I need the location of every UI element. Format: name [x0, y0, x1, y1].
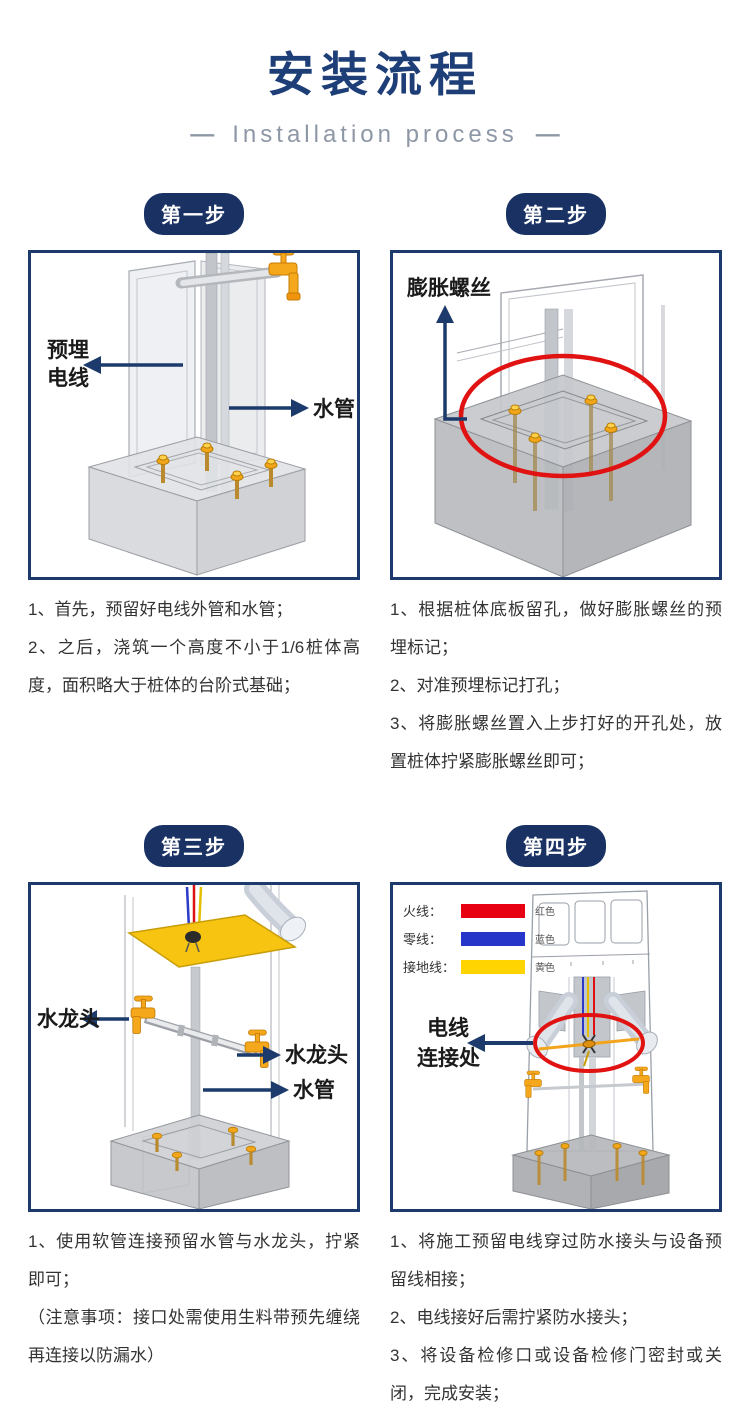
- concrete-base: [109, 1114, 291, 1209]
- wire-color-legend: 火线： 红色 零线： 蓝色 接地线： 黄色: [403, 901, 555, 976]
- step-1-notes: 1、首先，预留好电线外管和水管； 2、之后，浇筑一个高度不小于1/6桩体高度，面…: [28, 591, 360, 705]
- steps-grid: 第一步: [28, 193, 722, 1413]
- step-3-diagram: 水龙头 水龙头 水管: [28, 882, 360, 1212]
- note-line: 2、之后，浇筑一个高度不小于1/6桩体高度，面积略大于桩体的台阶式基础；: [28, 638, 360, 695]
- note-line: 1、首先，预留好电线外管和水管；: [28, 600, 293, 619]
- faucet-left-icon: [130, 995, 156, 1034]
- subtitle-dash-right: —: [535, 121, 560, 148]
- water-pipe-label: 水管: [313, 397, 355, 421]
- step-3-notes: 1、使用软管连接预留水管与水龙头，拧紧即可； （注意事项：接口处需使用生料带预先…: [28, 1223, 360, 1375]
- note-line: 1、根据桩体底板留孔，做好膨胀螺丝的预埋标记；: [390, 600, 722, 657]
- legend-row-live: 火线： 红色: [403, 901, 555, 920]
- expansion-bolt-label: 膨胀螺丝: [407, 276, 491, 300]
- faucet-left-label: 水龙头: [37, 1007, 100, 1031]
- water-pipe-label: 水管: [293, 1078, 335, 1102]
- live-wire-label: 火线：: [403, 904, 443, 919]
- step-4-badge: 第四步: [506, 825, 606, 867]
- step-2: 第二步: [390, 193, 722, 781]
- ground-wire-color-name: 黄色: [535, 963, 555, 974]
- arrow-head-left-icon: [83, 356, 101, 374]
- wire-connection: [538, 1034, 640, 1067]
- elbow-tube: [244, 885, 307, 942]
- arrow-head-right-icon: [271, 1081, 289, 1099]
- page-header: 安装流程 — Installation process —: [0, 0, 750, 149]
- note-line: 1、使用软管连接预留水管与水龙头，拧紧即可；: [28, 1232, 360, 1289]
- arrow-head-left-icon: [467, 1034, 485, 1052]
- arrow-head-left-icon: [81, 1010, 97, 1028]
- subtitle-row: — Installation process —: [0, 121, 750, 149]
- step-3-illustration: 水龙头 水龙头 水管: [37, 885, 348, 1209]
- hose: [143, 1015, 259, 1057]
- neutral-wire-color-name: 蓝色: [535, 935, 555, 946]
- page-title: 安装流程: [267, 48, 483, 101]
- step-1-illustration: 预埋电线 水管: [47, 253, 355, 576]
- step-1: 第一步: [28, 193, 360, 781]
- note-line: 2、电线接好后需拧紧防水接头；: [390, 1308, 638, 1327]
- note-line: 1、将施工预留电线穿过防水接头与设备预留线相接；: [390, 1232, 722, 1289]
- note-line: 3、将设备检修口或设备检修门密封或关闭，完成安装；: [390, 1346, 722, 1403]
- step-4-notes: 1、将施工预留电线穿过防水接头与设备预留线相接； 2、电线接好后需拧紧防水接头；…: [390, 1223, 722, 1413]
- anchor-bolts: [156, 442, 278, 499]
- step-2-badge: 第二步: [506, 193, 606, 235]
- page-subtitle: Installation process: [232, 121, 518, 148]
- live-wire-swatch: [461, 903, 525, 918]
- wires: [579, 977, 596, 1151]
- yellow-plate: [127, 914, 298, 968]
- wire-junction: [185, 931, 201, 953]
- step-3-badge: 第三步: [144, 825, 244, 867]
- subtitle-dash-left: —: [190, 121, 215, 148]
- concrete-base: [433, 374, 693, 577]
- faucet-row: [524, 1066, 650, 1098]
- concrete-base: [511, 1134, 671, 1209]
- legend-row-ground: 接地线： 黄色: [403, 957, 555, 976]
- neutral-wire-label: 零线：: [403, 932, 443, 947]
- highlight-circle: [533, 1013, 645, 1073]
- live-wire-color-name: 红色: [535, 907, 555, 918]
- pre-embedded-wire-label: 预埋电线: [47, 339, 89, 390]
- arrow-head-up-icon: [436, 305, 454, 323]
- note-line: （注意事项：接口处需使用生料带预先缠绕再连接以防漏水）: [28, 1308, 360, 1365]
- highlight-circle: [458, 353, 668, 479]
- concrete-base: [87, 436, 307, 576]
- step-4-diagram: 电线连接处 火线： 红色 零线： 蓝色 接地线：: [390, 882, 722, 1212]
- faucet-right-label: 水龙头: [285, 1043, 348, 1067]
- arrow-head-right-icon: [291, 399, 309, 417]
- wire-joint-label: 电线连接处: [417, 1016, 480, 1070]
- step-3: 第三步: [28, 825, 360, 1413]
- step-1-badge: 第一步: [144, 193, 244, 235]
- step-2-illustration: 膨胀螺丝: [407, 274, 693, 577]
- note-line: 3、将膨胀螺丝置入上步打好的开孔处，放置桩体拧紧膨胀螺丝即可；: [390, 714, 722, 771]
- legend-row-neutral: 零线： 蓝色: [403, 929, 555, 948]
- arrow-head-right-icon: [263, 1046, 281, 1064]
- step-4: 第四步: [390, 825, 722, 1413]
- note-line: 2、对准预埋标记打孔；: [390, 676, 570, 695]
- step-2-diagram: 膨胀螺丝: [390, 250, 722, 580]
- ground-wire-label: 接地线：: [403, 960, 456, 975]
- ground-wire-swatch: [461, 959, 525, 974]
- step-4-illustration: 电线连接处: [417, 890, 671, 1209]
- step-2-notes: 1、根据桩体底板留孔，做好膨胀螺丝的预埋标记； 2、对准预埋标记打孔； 3、将膨…: [390, 591, 722, 781]
- step-1-diagram: 预埋电线 水管: [28, 250, 360, 580]
- neutral-wire-swatch: [461, 931, 525, 946]
- expansion-bolt-arrow: [443, 321, 467, 421]
- faucet-icon: [268, 253, 301, 301]
